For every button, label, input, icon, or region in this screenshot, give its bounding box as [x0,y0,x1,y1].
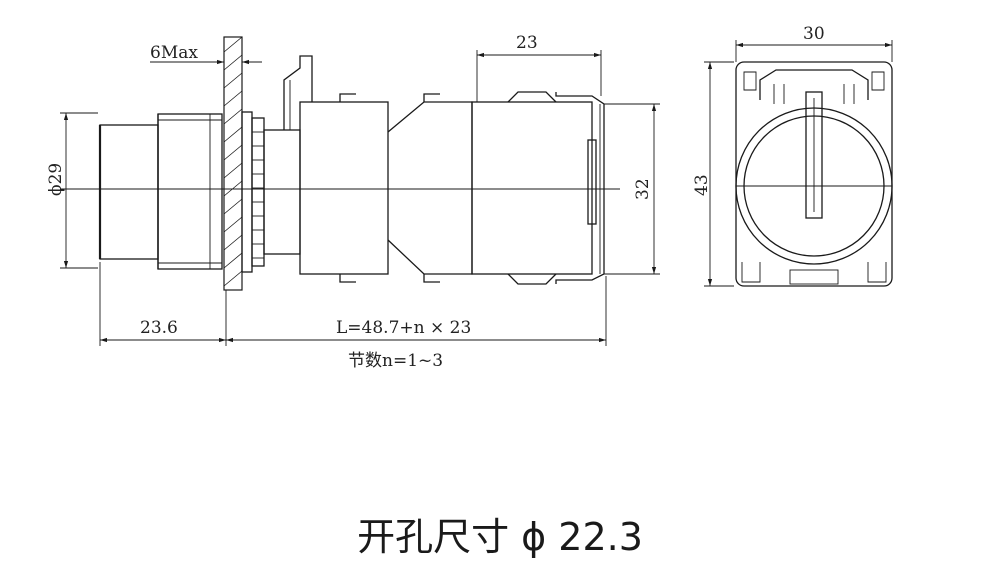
dim-side-height-label: 43 [692,174,712,196]
dim-module-width [476,50,602,102]
housing-outline [735,61,893,287]
knob-head [98,113,223,270]
mounting-panel [223,36,243,291]
cutout-size-caption: 开孔尺寸 ϕ 22.3 [357,515,643,559]
dim-sections-label: 节数n=1~3 [348,351,443,371]
side-view: ϕ29 6Max 23.6 L=48.7+n × 23 节数n=1~3 23 [46,33,660,371]
dim-side-width-label: 30 [803,24,825,44]
dim-module-width-label: 23 [516,33,538,53]
dim-diameter-29-label: ϕ29 [46,163,66,196]
dim-side-width [735,40,893,62]
dim-diameter-29 [60,112,98,269]
dim-body-length-label: L=48.7+n × 23 [336,318,471,338]
end-view: 30 43 [692,24,893,287]
adapter-body [299,93,473,283]
selector-handle [805,91,823,219]
dim-body-height [604,103,660,275]
dim-front-length-label: 23.6 [140,318,178,338]
contact-module [471,91,605,285]
dim-body-height-label: 32 [633,178,653,200]
dim-lengths [99,262,607,346]
dim-thickness-max-label: 6Max [150,43,198,63]
mounting-nut [241,111,301,273]
top-latch [283,55,313,130]
dim-side-height [704,61,734,287]
